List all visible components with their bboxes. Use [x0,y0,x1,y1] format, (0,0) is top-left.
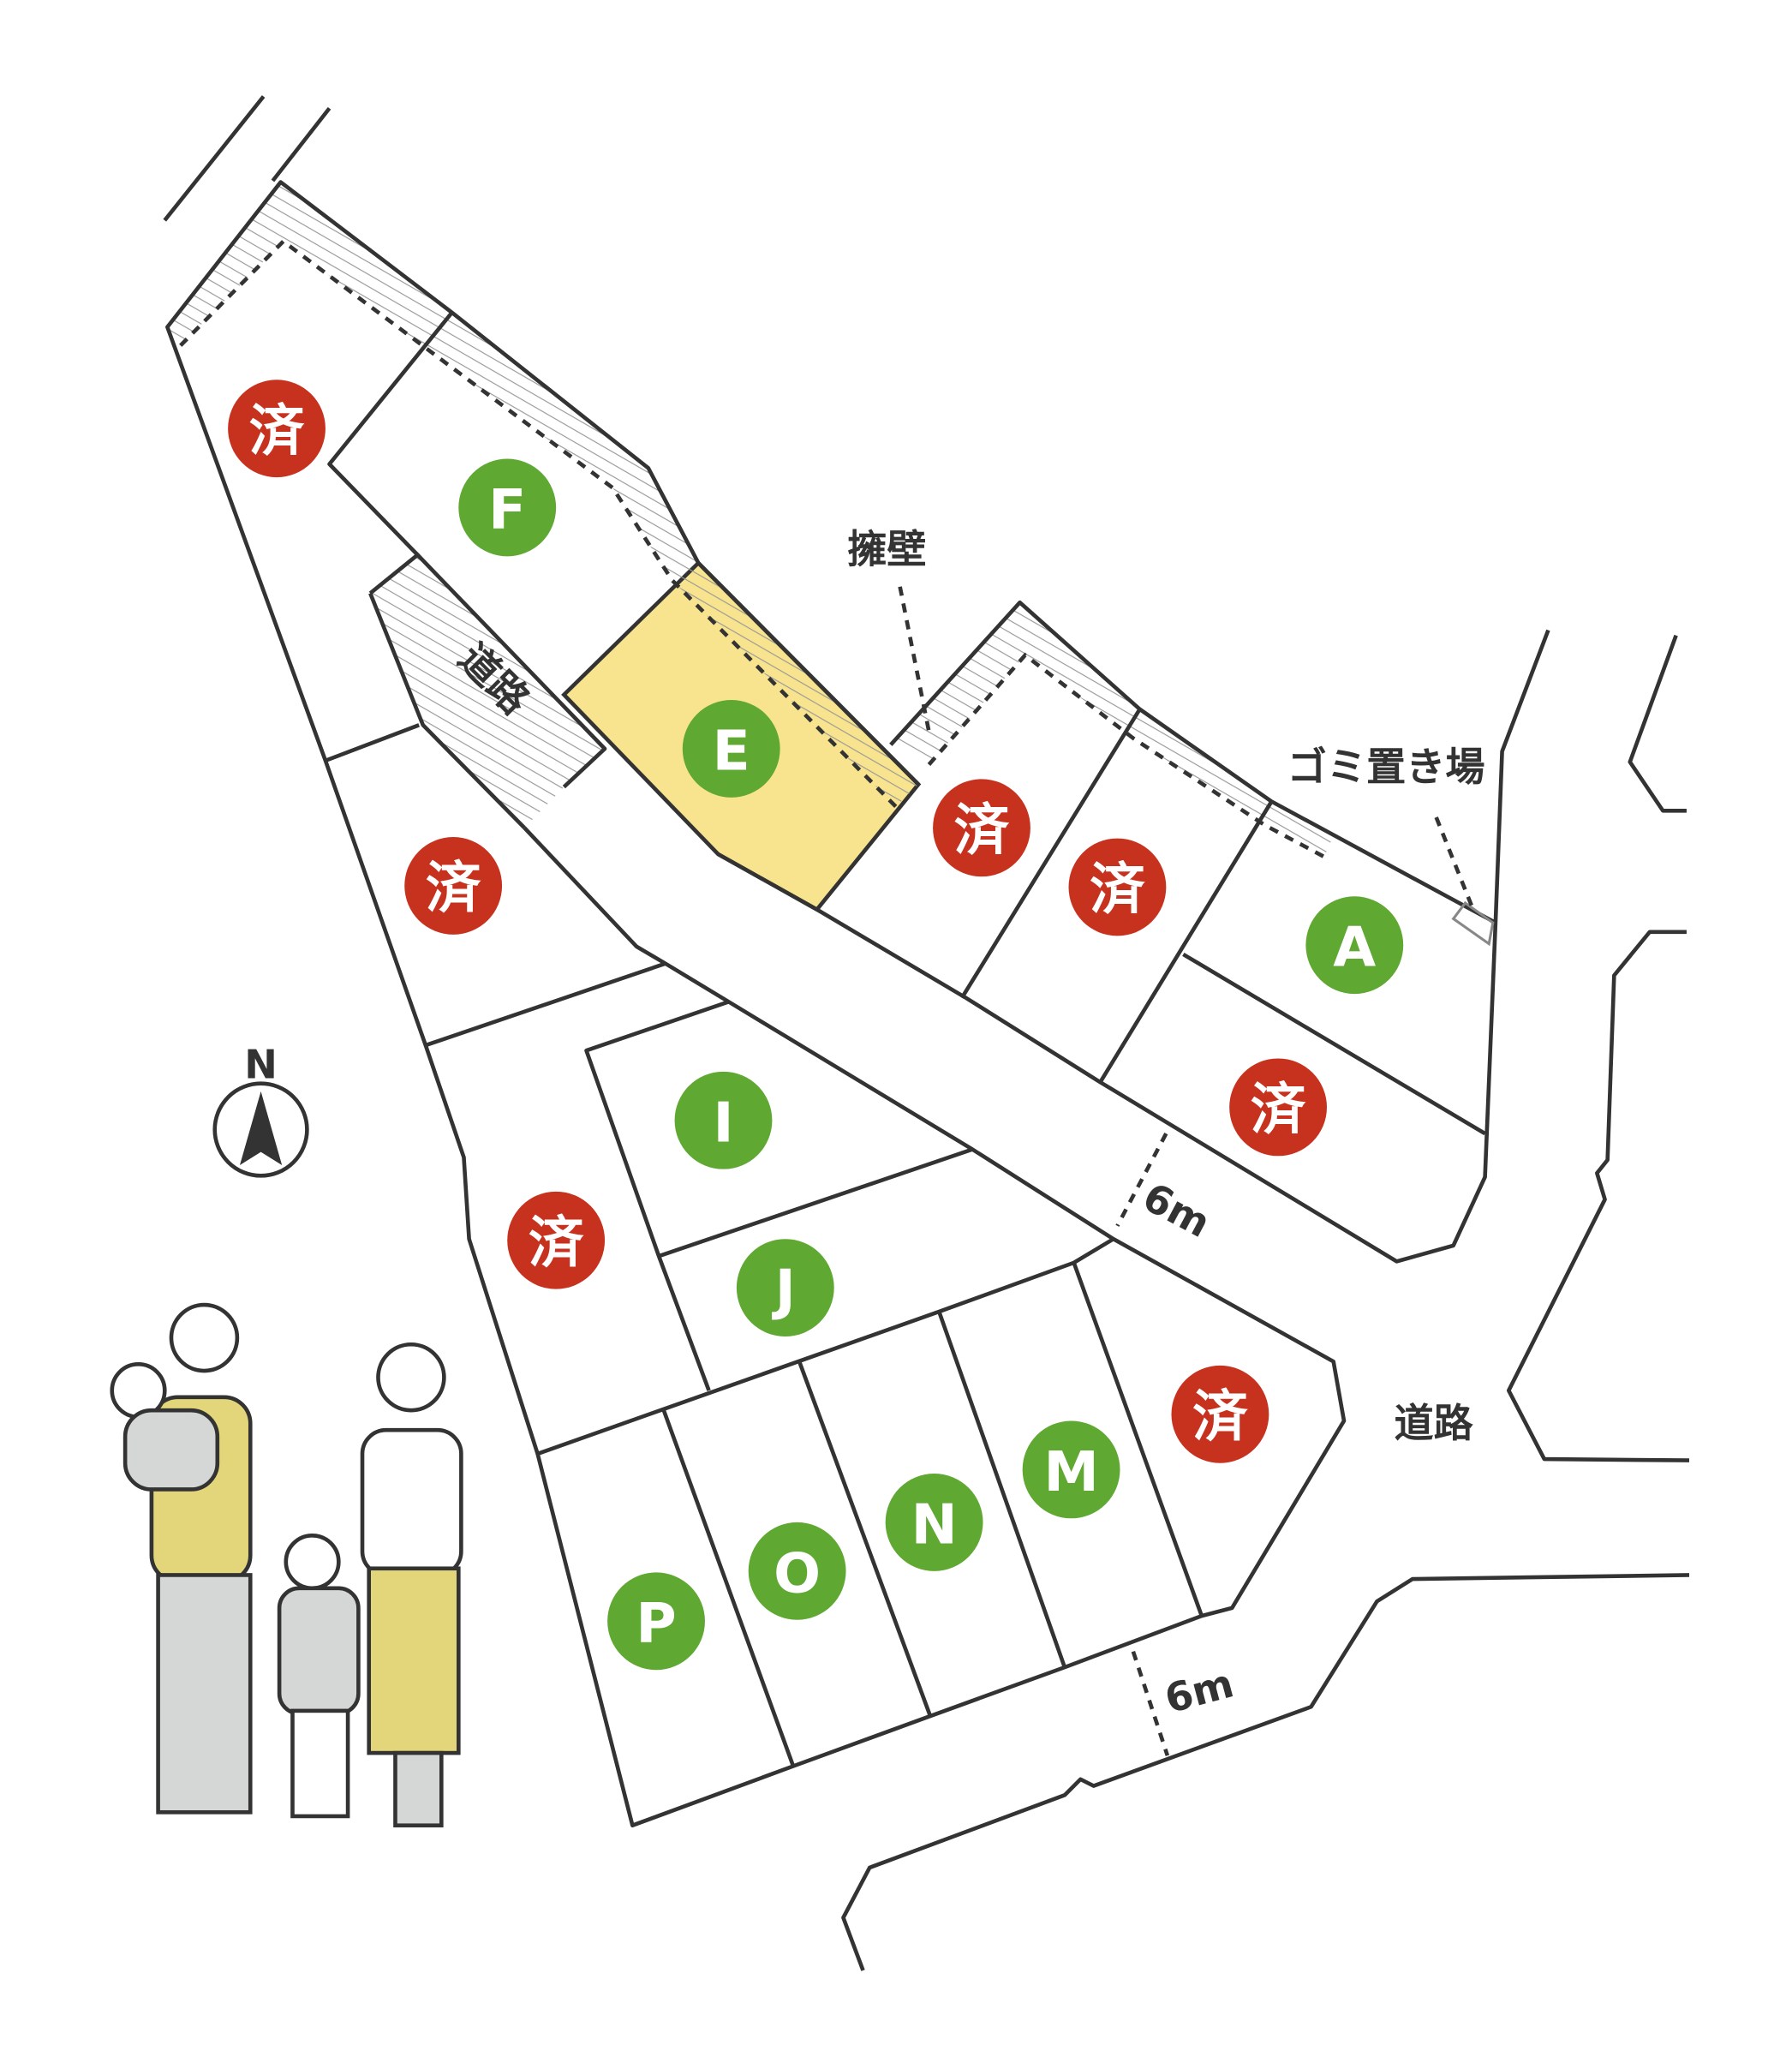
badge-circle [682,700,780,798]
badge-label: 済 [1090,858,1145,922]
retaining-wall-label: 擁壁 [847,526,926,572]
lot-badge-sold-3[interactable]: 済 [1068,838,1167,936]
badge-circle [228,380,326,478]
badge-label: 済 [1251,1078,1306,1142]
road-east-label: 道路 [1394,1400,1473,1446]
road-width-marker-2 [1131,1650,1170,1756]
lot-badge-F[interactable]: F [458,458,557,557]
lot-badge-J[interactable]: J [736,1239,834,1337]
lot-badge-E[interactable]: E [682,700,780,798]
badge-label: J [772,1259,796,1323]
badge-label: A [1333,916,1376,980]
lot-boundaries [163,95,1690,1971]
lot-badge-sold-4[interactable]: 済 [404,837,503,935]
badge-circle [458,458,557,557]
retaining-wall-leader [898,586,931,732]
lot-badge-I[interactable]: I [674,1071,773,1169]
road-width-label-2: 6m [1160,1659,1238,1722]
badge-label: F [488,478,526,542]
lot-badge-sold-1[interactable]: 済 [228,380,326,478]
badge-circle [1305,896,1404,995]
lot-badge-P[interactable]: P [607,1572,705,1671]
badge-label: 済 [529,1211,584,1275]
lot-badge-A[interactable]: A [1305,896,1404,995]
lot-badge-sold-5[interactable]: 済 [1229,1058,1328,1157]
badge-label: N [911,1492,958,1557]
north-compass-icon: N [212,1042,309,1178]
lot-badge-N[interactable]: N [885,1474,983,1571]
lot-badge-M[interactable]: M [1022,1420,1120,1519]
lot-badge-O[interactable]: O [748,1522,846,1620]
badge-circle [404,837,503,935]
lot-badge-sold-7[interactable]: 済 [1171,1365,1269,1463]
lot-badge-sold-6[interactable]: 済 [507,1191,606,1289]
badge-label: E [713,720,750,784]
badge-label: 済 [249,399,305,463]
badge-circle [736,1239,834,1337]
badge-label: 済 [954,798,1010,863]
badge-circle [1022,1420,1120,1519]
lot-badge-sold-2[interactable]: 済 [933,779,1030,877]
badge-circle [933,779,1030,877]
badge-label: M [1043,1440,1098,1504]
badge-label: O [774,1541,821,1606]
road-width-label-1: 6m [1136,1174,1218,1247]
badge-circle [674,1071,773,1169]
badge-circle [748,1522,846,1620]
badge-circle [1171,1365,1269,1463]
garbage-area-label: ゴミ置き場 [1287,744,1485,790]
family-illustration [110,1302,463,1828]
svg-text:N: N [244,1042,278,1088]
badge-circle [1068,838,1167,936]
badge-label: I [713,1091,733,1155]
badge-circle [885,1474,983,1571]
badge-label: P [636,1592,676,1656]
retaining-wall-hatching [167,182,1334,859]
badge-label: 済 [426,857,481,921]
road-width-marker-1 [1115,1133,1168,1227]
badge-circle [1229,1058,1328,1157]
badge-label: 済 [1192,1384,1248,1449]
badge-circle [607,1572,705,1671]
badge-circle [507,1191,606,1289]
